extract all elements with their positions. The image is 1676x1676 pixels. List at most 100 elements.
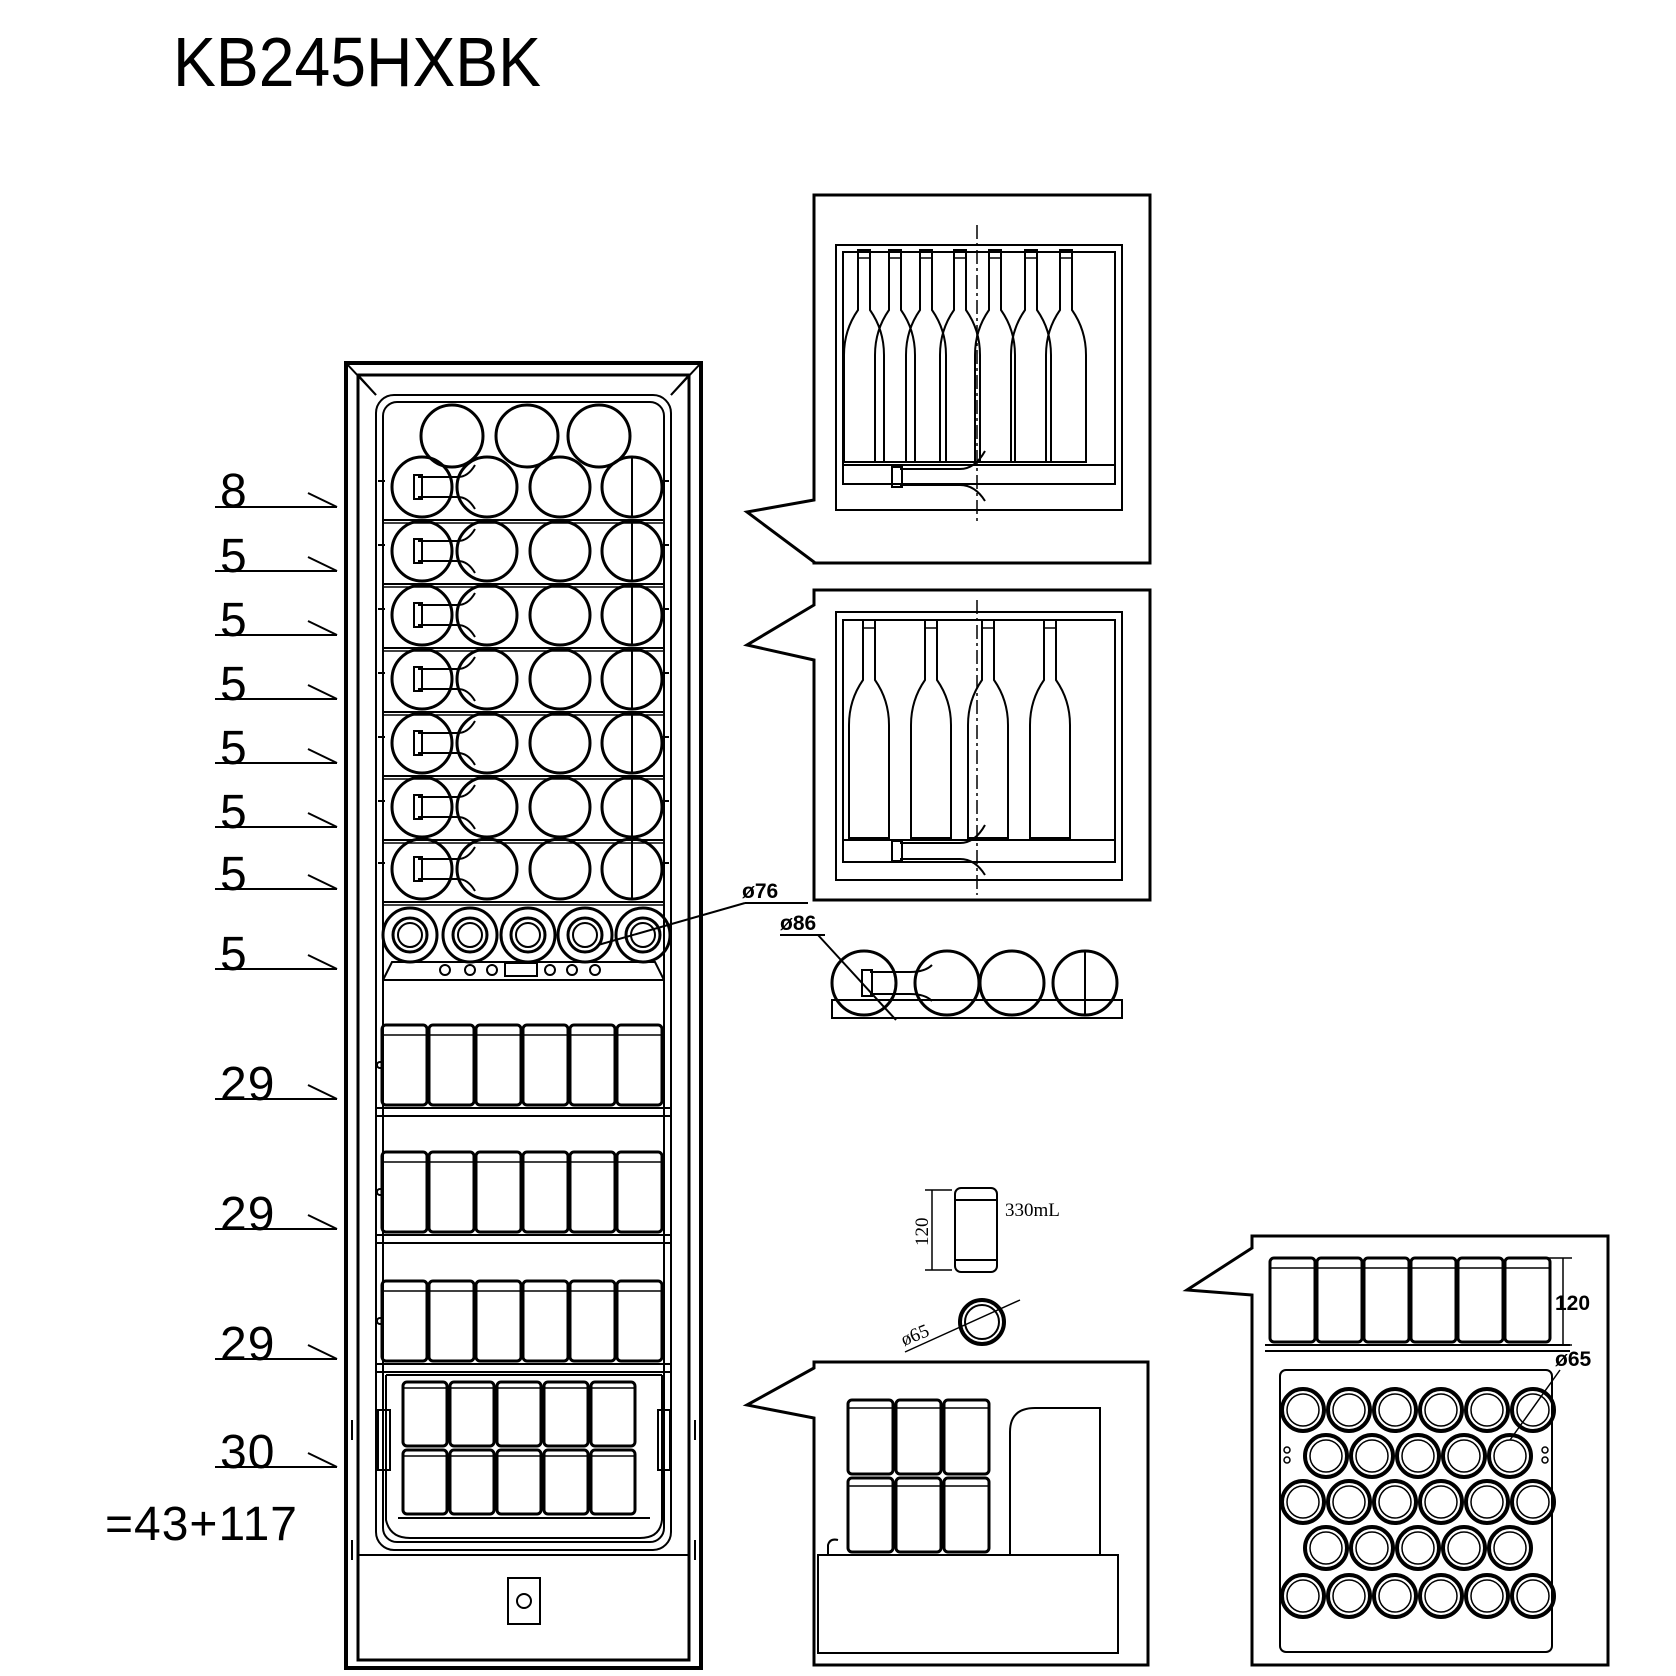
pointer-head (307, 812, 338, 828)
bottle-neck (418, 528, 476, 574)
can-top-3-4 (1487, 1525, 1533, 1571)
can-top-3-0 (1303, 1525, 1349, 1571)
bottle-base (455, 455, 519, 519)
bottle-shelf-row-6 (378, 775, 669, 844)
shelf-pointer-8 (215, 954, 338, 970)
bottle-end-row (381, 906, 672, 964)
bottle-shelf-detail-top (743, 193, 1152, 565)
can (521, 1279, 570, 1363)
bottle-neck (418, 592, 476, 638)
bottle-base (455, 775, 519, 839)
bottle-base (528, 837, 592, 901)
can-top-3-1 (1349, 1525, 1395, 1571)
bottle-base (455, 711, 519, 775)
can-top-4-3 (1418, 1573, 1464, 1619)
can-top-3-3 (1441, 1525, 1487, 1571)
can-drawer-detail: 120 ø65 (1182, 1234, 1610, 1667)
shelf-pointer-4 (215, 684, 338, 700)
shelf-pointer-9 (215, 1084, 338, 1100)
bottle-punt-4 (624, 916, 662, 954)
bottle-side-view: ø76 ø86 (597, 880, 1123, 1021)
can-top-1-2 (1395, 1433, 1441, 1479)
dim-bottle-dia-76: ø76 (742, 880, 778, 903)
pointer-head (307, 1452, 338, 1468)
can-top-inner-0-5 (1516, 1393, 1550, 1427)
shelf-peg (376, 1188, 384, 1196)
can-top-0-4 (1464, 1387, 1510, 1433)
drawer-can (401, 1380, 449, 1448)
dim-can-height: 120 (912, 1218, 933, 1247)
bottle-neck (418, 784, 476, 830)
can-shelf-row-2 (376, 1150, 671, 1244)
model-title: KB245HXBK (173, 23, 541, 101)
pointer-head (307, 748, 338, 764)
can-shelf-row-1 (376, 1023, 671, 1117)
bottle-punt-inner-3 (572, 922, 598, 948)
drawer-frame (385, 1375, 663, 1539)
can-dimension-illustration: 120 330mL ø65 (898, 1187, 1060, 1353)
shelf-count-2: 5 (220, 530, 248, 583)
shelf-count-3: 5 (220, 594, 248, 647)
can-top-inner-0-0 (1286, 1393, 1320, 1427)
pointer-head (307, 684, 338, 700)
can-top-0-0 (1280, 1387, 1326, 1433)
control-button-1 (464, 964, 476, 976)
panel-outline (382, 961, 665, 981)
can (521, 1150, 570, 1234)
can-top-inner-4-5 (1516, 1579, 1550, 1613)
shelf-pointer-12 (215, 1452, 338, 1468)
bottle-neck (418, 464, 476, 510)
detail-front-can (1503, 1256, 1552, 1344)
can-top-4-4 (1464, 1573, 1510, 1619)
drawer-can (589, 1380, 637, 1448)
bottle-base (528, 775, 592, 839)
bottle-base (528, 455, 592, 519)
can-top-inner-1-1 (1355, 1439, 1389, 1473)
shelf-pointer-2 (215, 556, 338, 572)
shelf-pointer-3 (215, 620, 338, 636)
can-top-inner-1-4 (1493, 1439, 1527, 1473)
detail-middle-bottle-3 (1029, 619, 1071, 839)
fridge-cabinet (344, 361, 703, 1670)
bottle-cork (413, 856, 423, 882)
bottle-neck (418, 656, 476, 702)
can (380, 1279, 429, 1363)
bottle-cork (413, 666, 423, 692)
bottle-base (455, 519, 519, 583)
shelf-count-1: 8 (220, 465, 248, 518)
detail-top-bottle-1 (874, 249, 916, 463)
shelf-count-5: 5 (220, 722, 248, 775)
shelf-count-10: 29 (220, 1188, 275, 1241)
can-top-inner-3-1 (1355, 1531, 1389, 1565)
shelf-count-7: 5 (220, 848, 248, 901)
bottle-base (528, 711, 592, 775)
bottle-punt-1 (451, 916, 489, 954)
can-top-inner-2-3 (1424, 1485, 1458, 1519)
pointer-head (307, 556, 338, 572)
bottle-cork (413, 474, 423, 500)
lying-bottle-neck (900, 824, 986, 876)
shelf-pointer-10 (215, 1214, 338, 1230)
can-top-4-2 (1372, 1573, 1418, 1619)
drawer-can (589, 1448, 637, 1516)
dim-can-dia: ø65 (898, 1320, 932, 1350)
can-top-inner-0-4 (1470, 1393, 1504, 1427)
can (568, 1279, 617, 1363)
can-top-inner-4-4 (1470, 1579, 1504, 1613)
bottle-end-4 (614, 906, 672, 964)
can-top-inner-1-2 (1401, 1439, 1435, 1473)
can-shelf-row-3 (376, 1279, 671, 1373)
drawer-can (542, 1380, 590, 1448)
can (427, 1279, 476, 1363)
can-top-inner-2-0 (1286, 1485, 1320, 1519)
drawer-can (542, 1448, 590, 1516)
bottle-cork (413, 538, 423, 564)
bottom-drawer (377, 1374, 671, 1539)
detail-top-bottle-6 (1045, 249, 1087, 463)
can-top-2-2 (1372, 1479, 1418, 1525)
control-button-0 (439, 964, 451, 976)
bottle-shelf-detail-middle (742, 588, 1152, 902)
can-top-1-4 (1487, 1433, 1533, 1479)
bottle-base (528, 583, 592, 647)
can-top-0-2 (1372, 1387, 1418, 1433)
